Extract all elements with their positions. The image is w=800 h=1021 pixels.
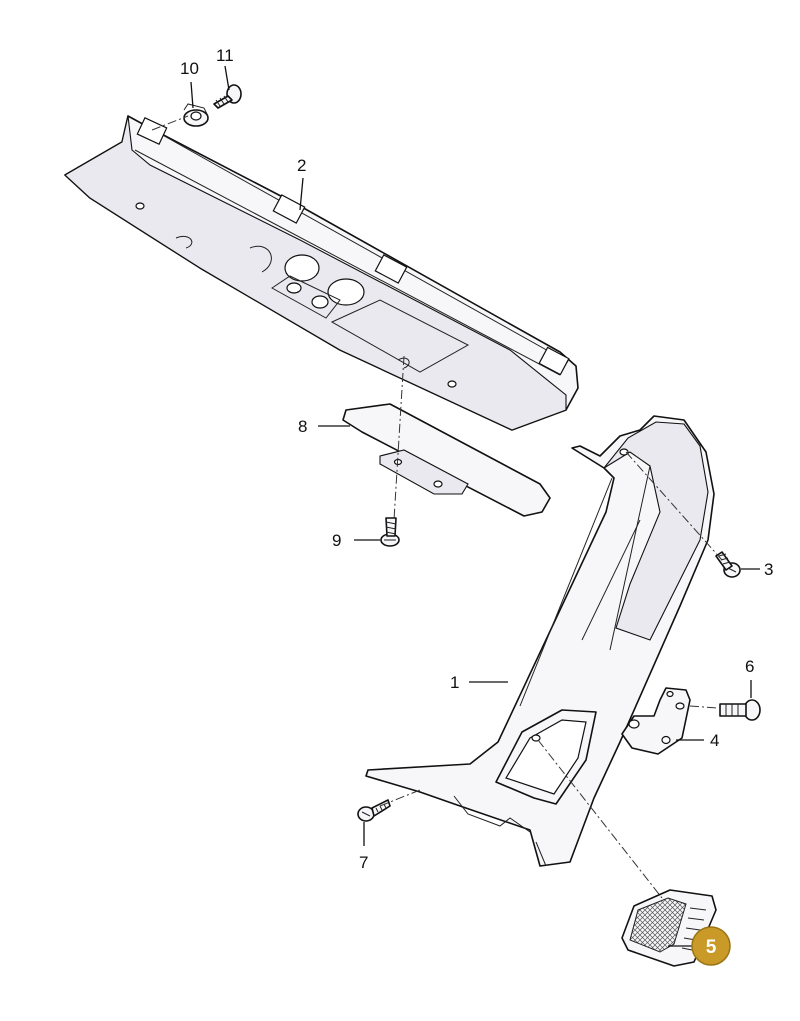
- screw-9[interactable]: [380, 517, 400, 547]
- assembly-lines: [151, 115, 723, 899]
- screw-11[interactable]: [213, 84, 242, 109]
- mounting-bracket[interactable]: [621, 687, 691, 755]
- callout-label-9[interactable]: 9: [332, 531, 341, 550]
- bolt-6[interactable]: [719, 699, 761, 721]
- screw-7[interactable]: [357, 799, 391, 822]
- callout-badge-5[interactable]: 5: [691, 926, 731, 966]
- callout-label-7[interactable]: 7: [359, 853, 368, 872]
- highlight-badge-icon: [691, 926, 731, 966]
- callout-label-2[interactable]: 2: [297, 156, 306, 175]
- callout-label-6[interactable]: 6: [745, 657, 754, 676]
- callout-label-3[interactable]: 3: [764, 560, 773, 579]
- grommet-clip[interactable]: [183, 103, 209, 127]
- callout-label-1[interactable]: 1: [450, 673, 459, 692]
- pillar-trim[interactable]: [365, 415, 715, 867]
- leader-lines: [190, 65, 760, 947]
- callout-label-11[interactable]: 11: [216, 46, 234, 65]
- screw-3[interactable]: [715, 551, 741, 578]
- upper-trim-panel[interactable]: [64, 115, 579, 431]
- callout-label-10[interactable]: 10: [180, 59, 199, 78]
- cover-strip[interactable]: [342, 403, 551, 517]
- callout-label-8[interactable]: 8: [298, 417, 307, 436]
- callout-label-4[interactable]: 4: [710, 731, 719, 750]
- callout-label-5[interactable]: 5: [706, 937, 717, 958]
